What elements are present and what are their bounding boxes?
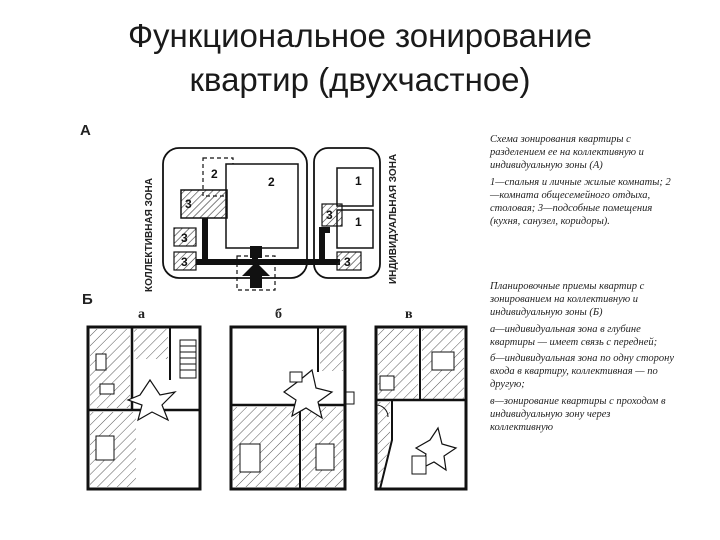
zone-collective-label: КОЛЛЕКТИВНАЯ ЗОНА [144, 178, 155, 292]
room-3-ind-2 [336, 251, 362, 271]
caption-a-item-1: 1—спальня и личные жилые комнаты; 2—комн… [490, 176, 671, 228]
caption-b-item-a: а—индивидуальная зона в глубине квартиры… [490, 323, 658, 348]
plan-b-letter: б [275, 307, 282, 322]
room-3-small-1 [173, 227, 197, 247]
room-num-1a: 1 [355, 174, 362, 188]
figure-a-label: А [80, 122, 91, 139]
entrance-box [236, 255, 276, 291]
caption-b: Планировочные приемы квартир с зонирован… [490, 280, 675, 437]
door-swing-icon [375, 404, 389, 418]
caption-a: Схема зонирования квартиры с разделением… [490, 133, 675, 231]
room-1-upper [336, 167, 374, 207]
corridor-path [196, 218, 340, 265]
corridor-node [250, 246, 262, 258]
room-num-3c: 3 [181, 255, 188, 269]
figure-b-label: Б [82, 291, 93, 308]
slide-title: Функциональное зонирование квартир (двух… [0, 14, 720, 102]
entrance-arrow-icon [242, 262, 270, 288]
room-num-3a: 3 [185, 197, 192, 211]
room-num-2b: 2 [268, 175, 275, 189]
caption-b-item-b: б—индивидуальная зона по одну сторону вх… [490, 353, 675, 391]
collective-zone-outline [162, 147, 308, 279]
plan-a-letter: а [138, 307, 145, 322]
plan-v-letter: в [405, 307, 413, 322]
room-2-large [225, 163, 299, 249]
individual-zone-outline [313, 147, 381, 279]
room-1-lower [336, 209, 374, 249]
plan-a [86, 325, 202, 491]
caption-b-item-v: в—зонирование квартиры с проходом в инди… [490, 395, 666, 434]
room-num-2a: 2 [211, 167, 218, 181]
zoning-scheme: 2 2 3 3 3 1 1 3 3 КОЛЛЕКТИВНАЯ ЗОНА ИНДИ… [144, 147, 399, 292]
room-3-hatched [180, 189, 228, 219]
room-num-1b: 1 [355, 215, 362, 229]
plan-v [374, 325, 468, 491]
slide-title-line-1: Функциональное зонирование [127, 17, 593, 54]
room-num-3d: 3 [326, 208, 333, 222]
caption-a-title: Схема зонирования квартиры с разделением… [490, 134, 644, 172]
room-num-3e: 3 [344, 255, 351, 269]
zone-individual-label: ИНДИВИДУАЛЬНАЯ ЗОНА [388, 154, 399, 284]
room-num-3b: 3 [181, 231, 188, 245]
plan-b [229, 325, 355, 491]
caption-b-title: Планировочные приемы квартир с зонирован… [490, 281, 645, 319]
stair-icon [179, 339, 197, 379]
room-3-ind-1 [321, 203, 343, 227]
slide-title-line-2: квартир (двухчастное) [189, 61, 531, 98]
